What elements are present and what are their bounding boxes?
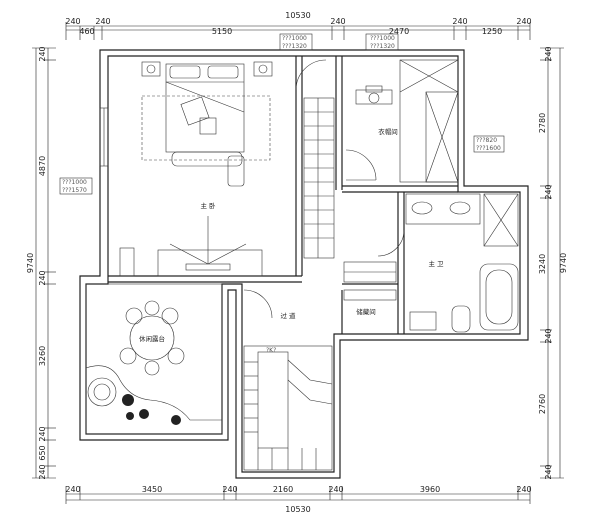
bottom-dim-2: 240 — [222, 485, 237, 494]
top-dimension: 10530 240 460 240 5150 240 2470 240 1250… — [65, 11, 532, 40]
master-bath-label: 主 卫 — [428, 259, 444, 268]
window-note-l-2: ???1570 — [62, 187, 87, 194]
bottom-dimension: 240 3450 240 2160 240 3960 240 10530 — [65, 485, 531, 514]
terrace: 休闲露台 — [85, 283, 223, 435]
left-dim-0: 240 — [38, 46, 47, 61]
lower-stair: ?K? — [243, 345, 333, 471]
walls — [79, 49, 529, 479]
terrace-label: 休闲露台 — [139, 334, 165, 343]
left-dim-6: 240 — [38, 464, 47, 479]
upper-stair — [303, 97, 335, 259]
bottom-dim-3: 2160 — [273, 485, 293, 494]
left-dim-3: 3260 — [38, 346, 47, 366]
top-dim-1: 460 — [79, 27, 94, 36]
right-dim-0: 240 — [544, 46, 553, 61]
top-dim-3: 5150 — [212, 27, 232, 36]
top-dim-7: 1250 — [482, 27, 502, 36]
top-dim-5: 2470 — [389, 27, 409, 36]
top-dim-6: 240 — [452, 17, 467, 26]
storage-label: 储藏间 — [356, 307, 376, 316]
window-note-tr-1: ???1000 — [370, 35, 395, 42]
top-dim-2: 240 — [95, 17, 110, 26]
stair-note: ?K? — [266, 347, 276, 354]
window-note-tr-2: ???1320 — [370, 43, 395, 50]
window-note-tl-1: ???1000 — [282, 35, 307, 42]
right-dim-6: 240 — [544, 464, 553, 479]
corridor-label: 过 道 — [280, 311, 296, 320]
right-dim-4: 240 — [544, 328, 553, 343]
top-dim-8: 240 — [516, 17, 531, 26]
master-bedroom: 主 卧 ???1000 ???1320 ???1000 ???1570 — [59, 33, 327, 277]
top-dim-0: 240 — [65, 17, 80, 26]
bottom-total-dim: 10530 — [285, 505, 310, 514]
bottom-dim-1: 3450 — [142, 485, 162, 494]
storage: 储藏间 — [343, 261, 397, 316]
window-note-r-1: ???820 — [476, 137, 497, 144]
corridor: 过 道 — [243, 289, 296, 320]
window-note-tl-2: ???1320 — [282, 43, 307, 50]
cloakroom-label: 衣帽间 — [378, 127, 398, 136]
left-dim-4: 240 — [38, 426, 47, 441]
left-dim-5: 650 — [38, 445, 47, 460]
master-bedroom-label: 主 卧 — [200, 201, 216, 210]
left-dim-2: 240 — [38, 270, 47, 285]
bottom-dim-0: 240 — [65, 485, 80, 494]
top-dim-4: 240 — [330, 17, 345, 26]
right-total-dim: 9740 — [559, 253, 568, 273]
window-note-l-1: ???1000 — [62, 179, 87, 186]
left-dimension: 240 4870 240 3260 240 650 240 9740 — [26, 46, 56, 480]
cloakroom: 衣帽间 ???1000 ???1320 ???820 ???1600 — [345, 33, 505, 183]
bottom-dim-5: 3960 — [420, 485, 440, 494]
bottom-dim-4: 240 — [328, 485, 343, 494]
top-total-dim: 10530 — [285, 11, 310, 20]
window-note-r-2: ???1600 — [476, 145, 501, 152]
bottom-dim-6: 240 — [516, 485, 531, 494]
right-dim-3: 3240 — [538, 254, 547, 274]
right-dimension: 240 2780 240 3240 240 2760 240 9740 — [538, 46, 568, 479]
left-dim-1: 4870 — [38, 156, 47, 176]
right-dim-5: 2760 — [538, 394, 547, 414]
right-dim-2: 240 — [544, 184, 553, 199]
right-dim-1: 2780 — [538, 113, 547, 133]
left-total-dim: 9740 — [26, 253, 35, 273]
master-bath: 主 卫 — [377, 193, 519, 333]
